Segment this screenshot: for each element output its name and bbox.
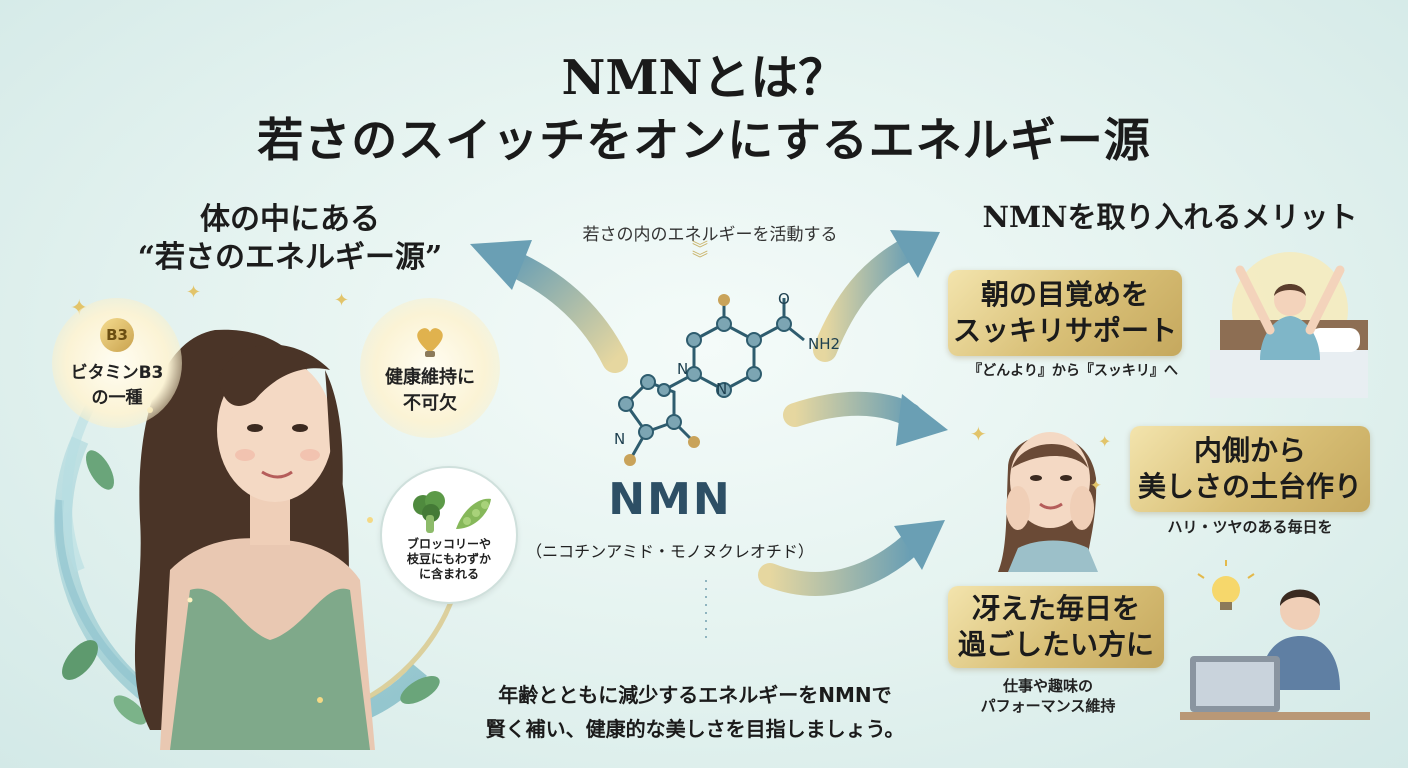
food-bubble: ブロッコリーや 枝豆にもわずか に含まれる — [380, 466, 518, 604]
waking-woman-illustration — [1210, 252, 1368, 398]
benefit-2-box: 内側から 美しさの土台作り — [1130, 426, 1370, 512]
broccoli-icon — [413, 490, 445, 533]
molecule-n-label: N — [614, 430, 626, 448]
vitamin-badge-line2: の一種 — [91, 388, 143, 408]
right-heading: NMNを取り入れるメリット — [982, 200, 1358, 234]
vitamin-b3-badge: B3 ビタミンB3 の一種 — [52, 298, 182, 428]
health-badge-line2: 不可欠 — [403, 393, 457, 414]
benefit-3-line2: 過ごしたい方に — [957, 628, 1154, 661]
arrow-head-1 — [890, 230, 940, 278]
bottom-line1: 年齢とともに減少するエネルギーをNMNで — [498, 683, 892, 707]
benefit-1-line1: 朝の目覚めを — [980, 278, 1149, 311]
chevron-down-icon: ︾︾ — [692, 239, 709, 268]
arrow-head-3 — [894, 520, 945, 570]
arrow-to-left — [497, 249, 628, 373]
sparkle-icon: ✦ — [970, 422, 987, 446]
arrow-to-benefit-1 — [813, 236, 922, 362]
sparkle-icon: ✦ — [334, 290, 350, 311]
page-title-line2: 若さのスイッチをオンにするエネルギー源 — [257, 113, 1151, 167]
health-badge-line1: 健康維持に — [385, 367, 475, 388]
nmn-subname: （ニコチンアミド・モノヌクレオチド） — [526, 542, 814, 561]
sparkle-icon: ✦ — [186, 282, 202, 303]
laptop-icon — [1190, 656, 1280, 712]
page-title-line1: NMNとは？ — [561, 50, 847, 106]
benefit-2-line1: 内側から — [1193, 434, 1306, 467]
bottom-line2: 賢く補い、健康的な美しさを目指しましょう。 — [485, 717, 905, 741]
b3-icon: B3 — [100, 318, 134, 352]
molecule-icon — [618, 294, 805, 466]
food-bubble-line1: ブロッコリーや — [406, 536, 491, 551]
benefit-3-caption-line1: 仕事や趣味の — [1002, 677, 1093, 695]
woman-illustration — [53, 329, 463, 750]
lightbulb-heart-icon — [417, 328, 443, 357]
food-bubble-line2: 枝豆にもわずか — [406, 551, 491, 566]
molecule-n-label: N — [677, 360, 689, 378]
sparkle-icon: ✦ — [1090, 478, 1102, 494]
benefit-2-line2: 美しさの土台作り — [1137, 470, 1362, 503]
bottom-message: 年齢とともに減少するエネルギーをNMNで 賢く補い、健康的な美しさを目指しましょ… — [450, 678, 940, 746]
molecule-nh2-label: NH2 — [808, 335, 841, 353]
skincare-woman-illustration — [998, 432, 1098, 572]
arrow-head-2 — [896, 394, 948, 446]
vitamin-badge-line1: ビタミンB3 — [70, 363, 164, 383]
benefit-1-line2: スッキリサポート — [952, 314, 1177, 347]
arrow-to-benefit-3 — [758, 533, 922, 596]
health-badge: 健康維持に 不可欠 — [360, 298, 500, 438]
benefit-3-line1: 冴えた毎日を — [971, 592, 1140, 625]
left-heading-line2: “若さのエネルギー源” — [137, 240, 443, 275]
molecule-o-label: O — [778, 290, 790, 308]
working-man-illustration — [1180, 560, 1370, 720]
center-top-note: 若さの内のエネルギーを活動する — [582, 225, 838, 245]
lightbulb-icon — [1197, 560, 1255, 610]
sparkle-icon: ✦ — [1098, 432, 1112, 451]
benefit-1-box: 朝の目覚めを スッキリサポート — [948, 270, 1182, 356]
benefit-3-box: 冴えた毎日を 過ごしたい方に — [948, 586, 1164, 668]
edamame-icon — [456, 498, 491, 529]
food-bubble-line3: に含まれる — [418, 566, 479, 581]
nmn-name: NMN — [608, 474, 732, 525]
left-heading-line1: 体の中にある — [200, 202, 380, 237]
benefit-3-caption-line2: パフォーマンス維持 — [980, 697, 1116, 715]
benefit-2-caption: ハリ・ツヤのある毎日を — [1167, 518, 1333, 536]
flow-arrows — [470, 230, 948, 640]
benefit-1-caption: 『どんより』から『スッキリ』へ — [968, 363, 1178, 379]
arrow-head-left — [470, 240, 532, 290]
molecule-n-label: N — [716, 380, 728, 398]
benefit-3-caption: 仕事や趣味の パフォーマンス維持 — [948, 676, 1148, 716]
